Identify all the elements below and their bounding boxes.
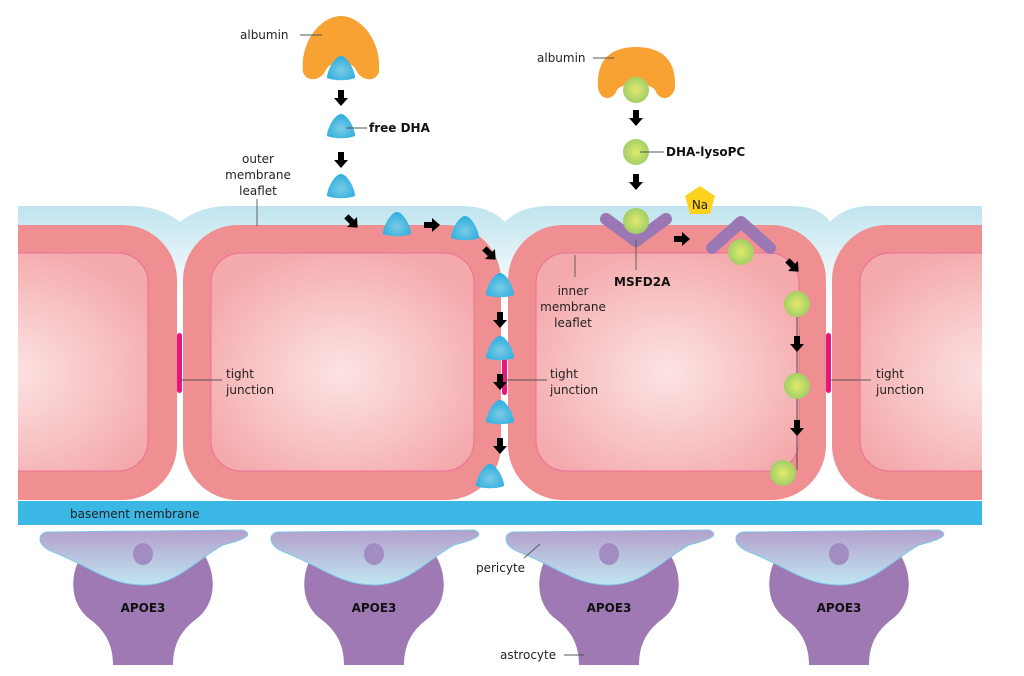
astrocyte-unit: APOE3 bbox=[735, 529, 945, 665]
astrocyte-pericyte-row: APOE3 APOE3 APOE3 APOE3 bbox=[39, 529, 945, 665]
endothelial-cell bbox=[832, 225, 982, 500]
astrocyte-unit: APOE3 bbox=[505, 529, 715, 665]
sodium-ion-icon: Na bbox=[685, 186, 715, 214]
free-dha-icon bbox=[327, 114, 355, 139]
apoe3-label: APOE3 bbox=[817, 601, 862, 615]
dha-lysopc-icon bbox=[770, 460, 796, 486]
svg-text:Na: Na bbox=[692, 198, 708, 212]
astrocyte-annotation: astrocyte bbox=[500, 648, 584, 662]
arrow-down-icon bbox=[334, 90, 348, 106]
arrow-down-icon bbox=[629, 174, 643, 190]
apoe3-label: APOE3 bbox=[352, 601, 397, 615]
pericyte-nucleus bbox=[133, 543, 153, 565]
basement-membrane bbox=[18, 501, 982, 525]
dha-lysopc-pathway: albumin DHA-lysoPC MSFD2A Na bbox=[537, 47, 810, 486]
msfd2a-label: MSFD2A bbox=[614, 275, 671, 289]
tight-junction bbox=[177, 333, 182, 393]
svg-text:astrocyte: astrocyte bbox=[500, 648, 556, 662]
free-dha-icon bbox=[327, 174, 355, 199]
astrocyte-unit: APOE3 bbox=[39, 529, 249, 665]
albumin-icon bbox=[597, 47, 676, 103]
albumin-icon bbox=[302, 16, 380, 81]
pericyte-nucleus bbox=[364, 543, 384, 565]
msfd2a-transporter-icon bbox=[706, 216, 776, 265]
arrow-down-icon bbox=[334, 152, 348, 168]
astrocyte-unit: APOE3 bbox=[270, 529, 480, 665]
endothelium bbox=[18, 206, 982, 500]
free-dha-label: free DHA bbox=[369, 121, 431, 135]
basement-membrane-label: basement membrane bbox=[70, 507, 199, 521]
dha-lysopc-label: DHA-lysoPC bbox=[666, 145, 745, 159]
arrow-down-icon bbox=[629, 110, 643, 126]
apoe3-label: APOE3 bbox=[121, 601, 166, 615]
endothelial-cell bbox=[508, 225, 826, 500]
albumin-label: albumin bbox=[240, 28, 289, 42]
dha-lysopc-icon bbox=[784, 373, 810, 399]
albumin-label: albumin bbox=[537, 51, 586, 65]
pericyte-annotation: pericyte bbox=[476, 543, 541, 575]
pericyte-nucleus bbox=[599, 543, 619, 565]
pericyte-nucleus bbox=[829, 543, 849, 565]
dha-lysopc-icon bbox=[784, 291, 810, 317]
free-dha-pathway: albumin free DHA bbox=[240, 16, 514, 489]
apoe3-label: APOE3 bbox=[587, 601, 632, 615]
tight-junction bbox=[826, 333, 831, 393]
endothelial-cell bbox=[183, 225, 501, 500]
svg-text:pericyte: pericyte bbox=[476, 561, 525, 575]
endothelial-cell bbox=[18, 225, 177, 500]
